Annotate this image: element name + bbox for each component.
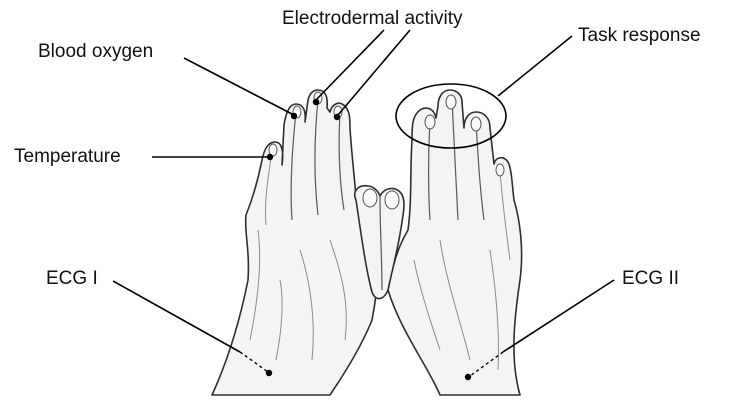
temperature-point [267,154,273,160]
task-response-label: Task response [578,26,701,45]
middle-finger-point [334,114,340,120]
left-hand [212,90,378,395]
ecg1-point [266,370,272,376]
ecg1-leader [113,281,240,352]
electrodermal-label: Electrodermal activity [282,9,463,28]
electrodermal-leader-2 [338,30,410,115]
ecg2-leader [503,280,614,352]
ecg2-label: ECG II [622,269,679,288]
ecg1-label: ECG I [46,269,98,288]
electrodermal-point [313,99,319,105]
task-response-leader [498,36,572,96]
blood-oxygen-leader [184,58,292,114]
blood-oxygen-label: Blood oxygen [38,42,153,61]
temperature-label: Temperature [14,147,121,166]
blood-oxygen-point [291,113,297,119]
electrodermal-leader-1 [316,30,384,100]
ecg2-point [465,374,471,380]
